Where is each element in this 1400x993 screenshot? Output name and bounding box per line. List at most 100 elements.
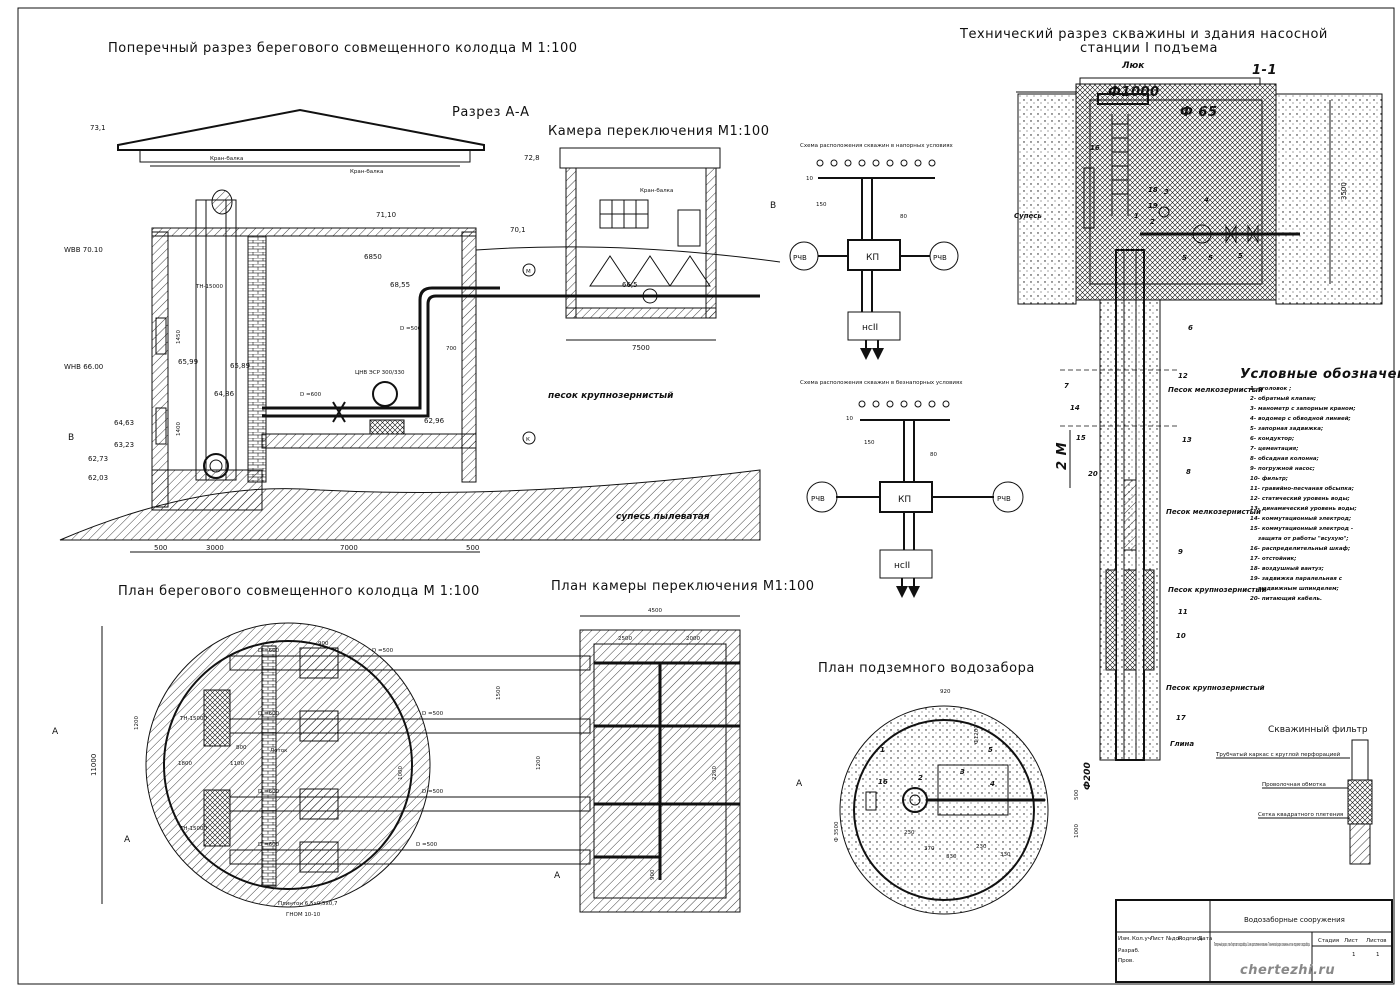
well-6 [886, 159, 894, 167]
callout-18: 18 [1148, 186, 1158, 194]
plan-pipe-label-8: D =500 [416, 842, 438, 848]
section-mark-b: В [68, 433, 74, 443]
intake-d500: 500 [1074, 789, 1080, 800]
well2-7 [942, 400, 950, 408]
scheme1-rchv-left [789, 241, 819, 271]
plan-pipe-label-1: D =600 [258, 648, 280, 654]
callout-14: 14 [1070, 404, 1080, 412]
chamber-door [677, 209, 701, 247]
dim-900-plan: 900 [318, 641, 329, 647]
plan-section-a2: А [124, 835, 131, 845]
stamp-sheet-value: 1 [1352, 952, 1356, 958]
gravel-right [1143, 569, 1155, 671]
bottom-roller [203, 453, 229, 479]
intake-screen [205, 199, 227, 481]
valve-tripod-2 [629, 255, 671, 287]
left-wall [151, 231, 169, 508]
scheme2-d150: 150 [864, 440, 875, 446]
scheme1-rchv-left-label: РЧВ [793, 254, 807, 262]
plan-section-a1: А [52, 727, 59, 737]
intake-head-inner [909, 794, 921, 806]
legend-item-19: 19- задвижка паралельная с [1250, 576, 1343, 582]
dim-1000-plan: 1000 [398, 766, 404, 780]
scheme2-ns-label: нсII [894, 561, 910, 571]
plan-pump-ref-1: ТН-15000 [179, 716, 207, 722]
plan-section-a4: А [796, 779, 803, 789]
callout-5b: 5 [1208, 254, 1213, 262]
hatch-label: Люк [1121, 61, 1145, 71]
dim-500a: 500 [154, 544, 167, 552]
plan-section-a3: А [554, 871, 561, 881]
phi1000-label: Ф1000 [1108, 85, 1160, 100]
stamp-col-2: Кол.уч [1132, 936, 1151, 942]
inlet-window-2 [155, 407, 167, 445]
callout-7: 7 [1064, 382, 1069, 390]
soil-m-label: М [526, 269, 531, 275]
scheme2-rchv-right-label: РЧВ [997, 495, 1011, 503]
stamp-cols: Изм. Кол.уч Лист №док Подпись Дата Разра… [1118, 936, 1387, 964]
intake-d200: Ф200 [1083, 762, 1093, 790]
scheme1-wells [816, 159, 936, 167]
intake-inner [853, 719, 1035, 901]
title-section-aa: Разрез А-А [452, 105, 530, 120]
soil-k-label: К [526, 437, 530, 443]
pressure-pipe-2 [262, 294, 500, 418]
soil-coarse-1: Песок крупнозернистый [1168, 586, 1267, 594]
gravel-left [1105, 569, 1117, 671]
chamber-roof [559, 147, 721, 169]
stamp-col-3: Лист [1150, 936, 1165, 942]
dim-700: 700 [446, 346, 457, 352]
title-plan-intake: План подземного водозабора [818, 661, 1035, 676]
ground-hatch [59, 469, 761, 541]
valve-tripod-3 [669, 255, 711, 287]
hatch-cover [1097, 93, 1149, 105]
mark-70-1: 70,1 [510, 226, 526, 234]
scheme1-rchv-right [929, 241, 959, 271]
roof-slab [139, 149, 471, 163]
soil-marker-k [522, 431, 536, 445]
stamp-col-4: №док [1166, 936, 1183, 942]
mark-62-96: 62,96 [424, 417, 445, 425]
pump-label-section: ТН-15000 [195, 284, 223, 290]
dim-1200-plan-b: 1200 [536, 756, 542, 770]
well-1 [816, 159, 824, 167]
stamp-col-6: Дата [1198, 936, 1212, 942]
callout-5a: 5 [1182, 254, 1187, 262]
callout-12: 12 [1178, 372, 1188, 380]
well-filter: Трубчатый каркас с круглой перфорацией П… [1215, 739, 1373, 865]
dim-1400: 1400 [176, 422, 182, 436]
legend-item-8: 8- обсадная колонна; [1250, 455, 1319, 462]
callout-20: 20 [1088, 470, 1098, 478]
intake-bypass [937, 764, 1009, 816]
scheme2-rchv-right [992, 481, 1024, 513]
mark-65-99: 65,99 [178, 358, 198, 366]
scheme2-rchv-left [806, 481, 838, 513]
dim-3000: 3000 [206, 544, 224, 552]
mark-62-73: 62,73 [88, 455, 108, 463]
well2-4 [900, 400, 908, 408]
title-scheme-pressure: Схема расположения скважин в напорных ус… [800, 143, 954, 149]
scheme1-ns [847, 311, 901, 341]
callout-15: 15 [1076, 434, 1086, 442]
soil-sandy-loam: супесь пылеватая [616, 512, 710, 522]
plan-pump-1 [299, 647, 339, 679]
intake-shaft [195, 199, 237, 481]
plan-chamber: 4500 2500 2000 2200 900 [579, 608, 741, 913]
legend-item-4: 4- водомер с обводной линией; [1250, 415, 1351, 422]
dim-800: 800 [236, 745, 247, 751]
callout-4: 4 [1204, 196, 1209, 204]
intake-cabinet [865, 791, 877, 811]
phi65-label: Ф 65 [1180, 105, 1218, 120]
legend-items: 1- оголовок ; 2- обратный клапан; 3- ман… [1250, 386, 1357, 602]
dim-2000: 2000 [686, 636, 700, 642]
legend-item-6: 6- кондуктор; [1250, 436, 1294, 442]
filter-label-2: Проволочная обмотка [1262, 782, 1326, 788]
title-chamber: Камера переключения М1:100 [548, 124, 769, 139]
sheet-frame [17, 7, 1395, 985]
scheme1-d150: 150 [816, 202, 827, 208]
dim-2200: 2200 [712, 766, 718, 780]
intake-d330b: 330 [1000, 852, 1011, 858]
borehole-section: Люк Ф1000 Ф 65 1-1 3500 Супесь [1014, 61, 1383, 761]
well-cross-section: Кран-балка Кран-балка ТН-15000 D =600 D … [59, 108, 781, 553]
soil-right [1275, 93, 1383, 305]
